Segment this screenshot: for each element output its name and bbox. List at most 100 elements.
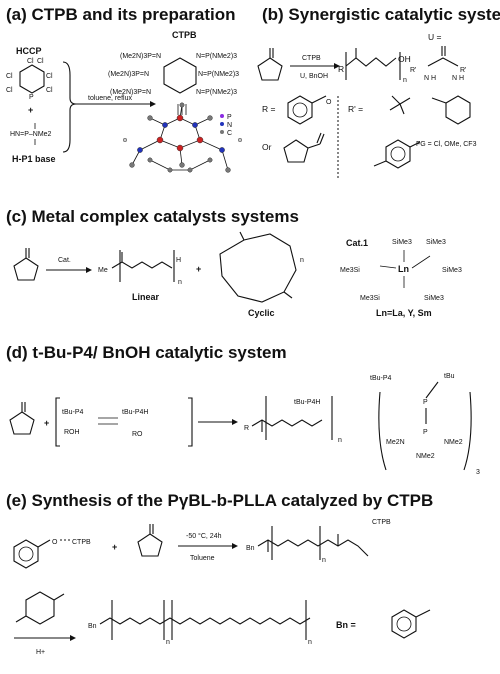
- svg-text:Cl: Cl: [6, 87, 13, 94]
- panel-c-title: (c) Metal complex catalysts systems: [6, 207, 299, 226]
- svg-text:SiMe3: SiMe3: [426, 239, 446, 246]
- ctpb-crystal-model: [122, 102, 243, 173]
- plus-d: +: [44, 418, 49, 428]
- hccp-label: HCCP: [16, 46, 42, 56]
- rp-label: R' =: [348, 104, 363, 114]
- hp1-base-label: H-P1 base: [12, 154, 56, 164]
- panel-b-title: (b) Synergistic catalytic system: [262, 5, 500, 24]
- atom-legend: P N C: [220, 114, 232, 137]
- svg-text:Ln: Ln: [398, 264, 409, 274]
- svg-text:O: O: [326, 99, 332, 106]
- svg-text:Bn: Bn: [246, 545, 255, 552]
- svg-text:RO: RO: [132, 431, 143, 438]
- svg-text:N H: N H: [452, 75, 464, 82]
- ln-eq-label: Ln=La, Y, Sm: [376, 308, 432, 318]
- svg-text:CTPB: CTPB: [72, 539, 91, 546]
- svg-text:P: P: [29, 94, 34, 101]
- cyclic-polymer-c: n: [219, 231, 304, 303]
- svg-text:Bn: Bn: [88, 623, 97, 630]
- svg-text:Me3Si: Me3Si: [360, 295, 380, 302]
- polymer-product-b: R n OH: [338, 48, 411, 84]
- svg-text:Me: Me: [98, 267, 108, 274]
- svg-text:Cl: Cl: [6, 73, 13, 80]
- svg-text:Me2N: Me2N: [386, 439, 405, 446]
- ctpb-structure: (Me2N)3P=N N=P(NMe2)3 (Me2N)3P=N N=P(NMe…: [108, 53, 239, 96]
- urea-structure: R' R' N H N H: [410, 46, 466, 82]
- svg-text:N=P(NMe2)3: N=P(NMe2)3: [196, 89, 237, 96]
- bn-eq-label: Bn =: [336, 620, 356, 630]
- svg-text:n: n: [322, 557, 326, 564]
- gbl-monomer-e: [137, 524, 163, 557]
- svg-text:Cl: Cl: [37, 58, 44, 65]
- hp1-base-formula: HN=P–NMe2: [10, 131, 52, 138]
- cyclic-label: Cyclic: [248, 308, 275, 318]
- cat1-label: Cat.1: [346, 238, 368, 248]
- svg-text:(Me2N)3P=N: (Me2N)3P=N: [110, 89, 151, 96]
- panel-d-title: (d) t-Bu-P4/ BnOH catalytic system: [6, 343, 287, 362]
- svg-text:n: n: [338, 437, 342, 444]
- svg-text:N=P(NMe2)3: N=P(NMe2)3: [196, 53, 237, 60]
- r-label: R =: [262, 104, 276, 114]
- svg-text:P: P: [423, 399, 428, 406]
- svg-text:tBu-P4H: tBu-P4H: [294, 399, 320, 406]
- svg-text:n: n: [178, 279, 182, 286]
- panel-b: (b) Synergistic catalytic system CTPB U,…: [257, 5, 500, 178]
- benzyl-r-group: O: [287, 95, 332, 125]
- panel-e: (e) Synthesis of the PγBL-b-PLLA catalyz…: [6, 491, 433, 656]
- bnoh-ctpb-adduct: O CTPB: [13, 539, 91, 569]
- conditions-e: -50 °C, 24h: [186, 532, 222, 540]
- tbutyl-r-group: [389, 95, 411, 115]
- gbl-monomer-b: [257, 48, 283, 81]
- acid-e: H+: [36, 649, 45, 656]
- benzyl-definition: [391, 609, 431, 639]
- svg-text:R: R: [338, 64, 344, 74]
- svg-text:P: P: [227, 114, 232, 121]
- svg-text:SiMe3: SiMe3: [442, 267, 462, 274]
- svg-text:(Me2N)3P=N: (Me2N)3P=N: [120, 53, 161, 60]
- linear-polymer-c: Me H n: [98, 250, 182, 286]
- svg-text:R: R: [244, 425, 249, 432]
- svg-text:NMe2: NMe2: [416, 453, 435, 460]
- svg-text:N: N: [227, 122, 232, 129]
- panel-d: (d) t-Bu-P4/ BnOH catalytic system + tBu…: [6, 343, 480, 476]
- gbl-monomer-c: [13, 248, 39, 281]
- svg-text:NMe2: NMe2: [444, 439, 463, 446]
- svg-text:C: C: [227, 130, 232, 137]
- plus-e: +: [112, 542, 117, 552]
- svg-text:R': R': [410, 67, 416, 74]
- gbl-monomer-d: [9, 402, 35, 435]
- panel-a-title: (a) CTPB and its preparation: [6, 5, 236, 24]
- svg-text:n: n: [166, 639, 170, 646]
- linear-label: Linear: [132, 292, 160, 302]
- svg-text:ROH: ROH: [64, 429, 80, 436]
- lactide-monomer: [15, 591, 65, 625]
- svg-text:O: O: [52, 539, 58, 546]
- lactone-r-group: [283, 132, 325, 163]
- u-label: U =: [428, 32, 442, 42]
- svg-text:N H: N H: [424, 75, 436, 82]
- svg-text:n: n: [308, 639, 312, 646]
- panel-c: (c) Metal complex catalysts systems Cat.…: [6, 207, 462, 318]
- svg-text:Cl: Cl: [46, 73, 53, 80]
- svg-text:SiMe3: SiMe3: [392, 239, 412, 246]
- svg-text:Cl: Cl: [27, 58, 34, 65]
- cyclohexyl-r-group: [431, 95, 471, 125]
- block-copolymer: Bn n n: [88, 600, 312, 646]
- svg-text:R': R': [460, 67, 466, 74]
- panel-e-title: (e) Synthesis of the PγBL-b-PLLA catalyz…: [6, 491, 433, 510]
- plus-sign-a: +: [28, 105, 33, 115]
- svg-text:P: P: [423, 429, 428, 436]
- svg-text:(Me2N)3P=N: (Me2N)3P=N: [108, 71, 149, 78]
- svg-text:SiMe3: SiMe3: [424, 295, 444, 302]
- panel-a: (a) CTPB and its preparation HCCP Cl Cl …: [6, 5, 243, 173]
- tbu-p4-structure: tBu-P4 tBu P P Me2N NMe2 NMe2 3: [370, 373, 480, 476]
- aryl-r-group: [373, 139, 421, 169]
- catalyst-b: CTPB: [302, 55, 321, 62]
- svg-text:H: H: [176, 257, 181, 264]
- svg-text:tBu: tBu: [444, 373, 455, 380]
- polymer-product-d: R tBu-P4H n: [244, 396, 342, 444]
- solvent-e: Toluene: [190, 555, 215, 562]
- pgbl-intermediate: Bn n CTPB: [246, 519, 391, 564]
- svg-text:tBu-P4: tBu-P4: [370, 375, 392, 382]
- svg-text:CTPB: CTPB: [372, 519, 391, 526]
